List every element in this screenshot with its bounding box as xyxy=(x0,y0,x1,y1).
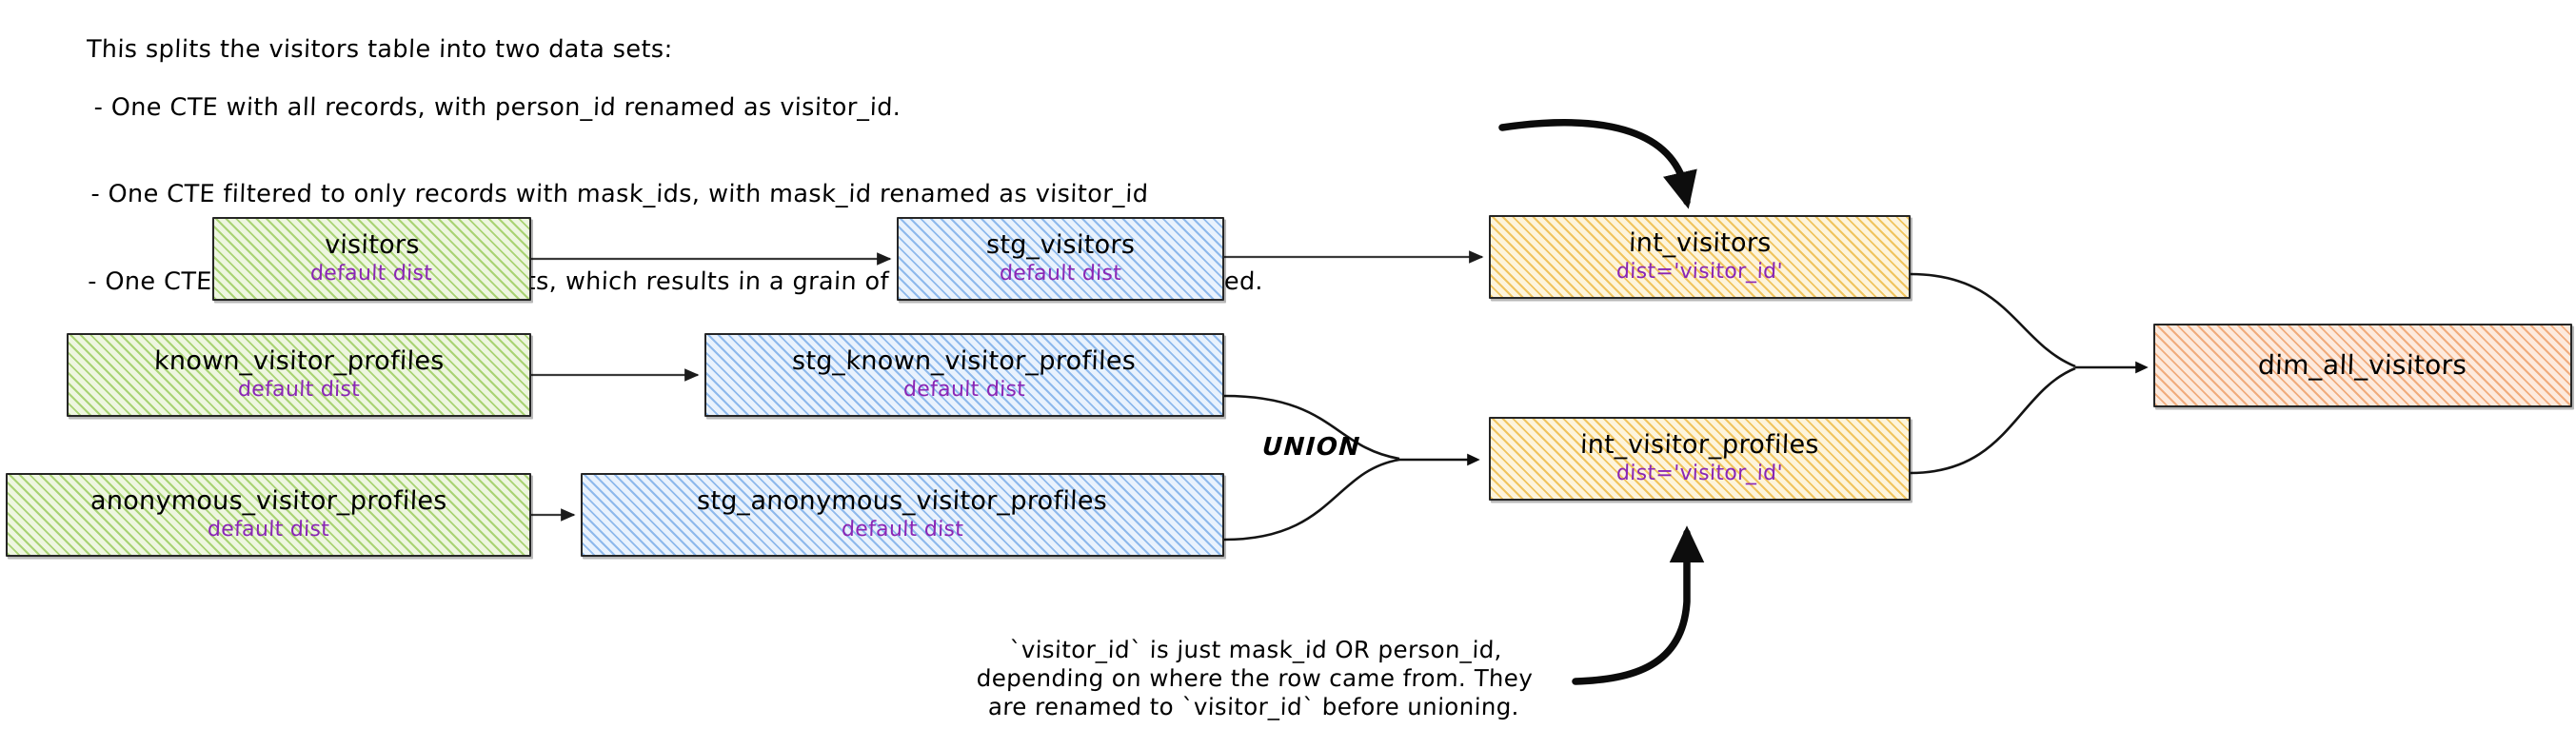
node-dim-all-visitors[interactable]: dim_all_visitors xyxy=(2153,324,2572,407)
node-dim-all-visitors-title: dim_all_visitors xyxy=(2257,349,2468,381)
edge-int-visitor-profiles-to-dim-all-visitors xyxy=(1910,366,2076,475)
node-int-visitor-profiles-dist: dist='visitor_id' xyxy=(1615,462,1784,485)
node-visitors-dist: default dist xyxy=(309,262,434,286)
node-anonymous-visitor-profiles-dist: default dist xyxy=(207,518,330,542)
node-int-visitor-profiles-title: int_visitor_profiles xyxy=(1579,430,1820,460)
node-visitors-title: visitors xyxy=(324,230,420,260)
annotation-bottom: `visitor_id` is just mask_id OR person_i… xyxy=(920,636,1589,721)
edge-int-visitors-to-dim-all-visitors xyxy=(1910,272,2076,368)
callout-arrow-bottom xyxy=(1572,525,1705,685)
node-anonymous-visitor-profiles[interactable]: anonymous_visitor_profiles default dist xyxy=(6,473,531,557)
annotation-top-heading: This splits the visitors table into two … xyxy=(86,34,674,64)
node-anonymous-visitor-profiles-title: anonymous_visitor_profiles xyxy=(89,486,447,516)
node-stg-known-visitor-profiles-dist: default dist xyxy=(902,378,1026,402)
annotation-top: This splits the visitors table into two … xyxy=(44,6,1274,354)
annotation-top-bullet-1: - One CTE with all records, with person_… xyxy=(93,92,902,122)
node-stg-anonymous-visitor-profiles-title: stg_anonymous_visitor_profiles xyxy=(696,486,1109,516)
node-known-visitor-profiles-title: known_visitor_profiles xyxy=(153,346,445,376)
node-int-visitor-profiles[interactable]: int_visitor_profiles dist='visitor_id' xyxy=(1489,417,1911,501)
annotation-bottom-line-3: are renamed to `visitor_id` before union… xyxy=(987,693,1520,720)
node-int-visitors-title: int_visitors xyxy=(1628,228,1772,258)
node-int-visitors-dist: dist='visitor_id' xyxy=(1615,260,1784,284)
node-stg-known-visitor-profiles-title: stg_known_visitor_profiles xyxy=(791,346,1138,376)
node-stg-visitors-title: stg_visitors xyxy=(985,230,1136,260)
node-stg-known-visitor-profiles[interactable]: stg_known_visitor_profiles default dist xyxy=(704,333,1224,417)
edge-stg-anonymous-to-int-visitor-profiles xyxy=(1223,458,1400,542)
annotation-top-bullet-2: - One CTE filtered to only records with … xyxy=(89,180,1149,208)
edge-label-union: UNION xyxy=(1261,433,1362,462)
node-int-visitors[interactable]: int_visitors dist='visitor_id' xyxy=(1489,215,1911,299)
node-known-visitor-profiles-dist: default dist xyxy=(237,378,361,402)
annotation-bottom-line-1: `visitor_id` is just mask_id OR person_i… xyxy=(1008,636,1503,663)
node-known-visitor-profiles[interactable]: known_visitor_profiles default dist xyxy=(67,333,531,417)
node-stg-anonymous-visitor-profiles-dist: default dist xyxy=(841,518,964,542)
node-stg-visitors-dist: default dist xyxy=(999,262,1122,286)
node-stg-anonymous-visitor-profiles[interactable]: stg_anonymous_visitor_profiles default d… xyxy=(581,473,1224,557)
annotation-bottom-line-2: depending on where the row came from. Th… xyxy=(976,664,1534,692)
node-stg-visitors[interactable]: stg_visitors default dist xyxy=(897,217,1224,301)
node-visitors[interactable]: visitors default dist xyxy=(212,217,531,301)
callout-arrow-top xyxy=(1498,119,1697,209)
